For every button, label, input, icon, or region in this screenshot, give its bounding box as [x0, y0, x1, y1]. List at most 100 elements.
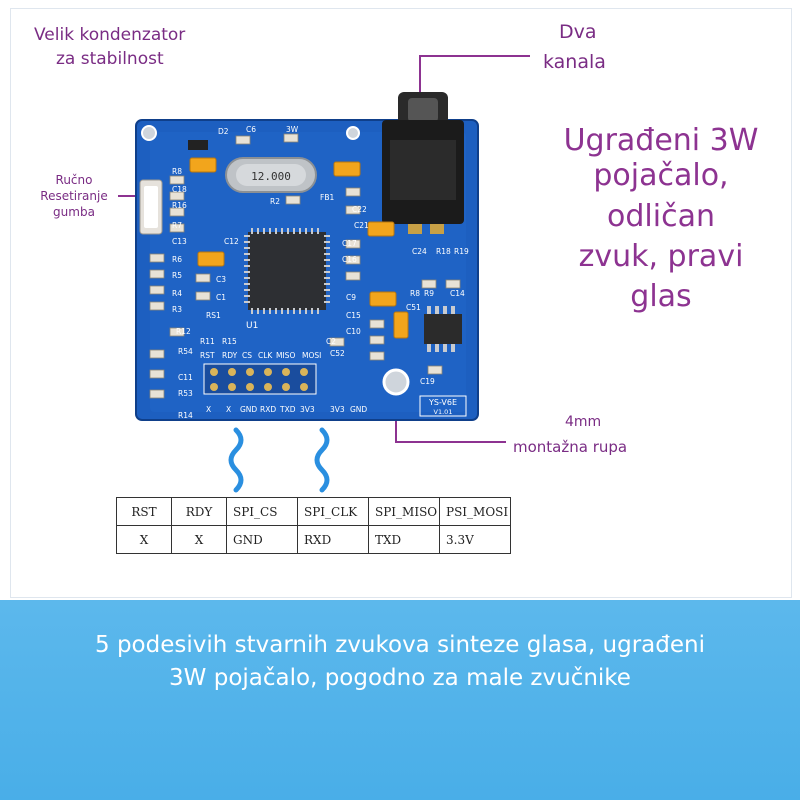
header-label-bottom: RXD: [260, 405, 276, 414]
reset-callout-line1: Ručno: [55, 173, 93, 187]
silk-label: R14: [178, 411, 193, 420]
silk-label: C17: [342, 239, 357, 248]
silk-label: R18: [436, 247, 451, 256]
mount-hole-bottom-right: [382, 368, 410, 396]
table-cell: GND: [226, 525, 298, 554]
table-row: RST RDY SPI_CS SPI_CLK SPI_MISO PSI_MOSI: [116, 497, 511, 526]
silk-label: C3: [216, 275, 226, 284]
silk-label: FB1: [320, 193, 334, 202]
silk-label: C24: [412, 247, 427, 256]
banner-text-line2: 3W pojačalo, pogodno za male zvučnike: [169, 665, 631, 691]
header-label-top: RDY: [222, 351, 238, 360]
silk-label: R2: [270, 197, 280, 206]
silk-label: R54: [178, 347, 193, 356]
silk-label: R4: [172, 289, 182, 298]
amplifier-callout-line5: glas: [630, 279, 692, 314]
header-label-bottom: GND: [240, 405, 257, 414]
silk-label: C1: [216, 293, 226, 302]
tantalum-capacitor: [393, 311, 409, 339]
tantalum-capacitor: [369, 291, 397, 307]
silk-label: R19: [454, 247, 469, 256]
pcb-illustration: 12.000 U1: [118, 55, 530, 493]
header-label-top: RST: [200, 351, 215, 360]
header-label-top: CLK: [258, 351, 273, 360]
table-header-cell: RST: [116, 497, 172, 526]
header-label-top: MISO: [276, 351, 295, 360]
silk-label: R12: [176, 327, 191, 336]
header-label-bottom: TXD: [279, 405, 296, 414]
header-label-bottom: 3V3: [330, 405, 345, 414]
wire-wave-left: [228, 427, 244, 493]
feature-banner: [0, 600, 800, 800]
tantalum-capacitor: [333, 161, 361, 177]
pin-mapping-table: RST RDY SPI_CS SPI_CLK SPI_MISO PSI_MOSI…: [116, 497, 511, 554]
silk-label: R53: [178, 389, 193, 398]
header-label-top: CS: [242, 351, 252, 360]
amplifier-callout-line4: zvuk, pravi: [578, 239, 744, 274]
silk-label: C12: [224, 237, 239, 246]
silk-label: 3W: [286, 125, 299, 134]
table-cell: X: [116, 525, 172, 554]
capacitor-callout-line1: Velik kondenzator: [34, 25, 186, 45]
silk-label: C19: [420, 377, 435, 386]
silk-label: C6: [246, 125, 256, 134]
silk-label: C18: [172, 185, 187, 194]
mount-hole-callout-line2: montažna rupa: [513, 438, 628, 456]
silk-label: D2: [218, 127, 229, 136]
model-box: [419, 395, 467, 417]
silk-label: R9: [424, 289, 434, 298]
tantalum-capacitor: [367, 221, 395, 237]
table-cell: X: [171, 525, 227, 554]
reset-callout-line2: Resetiranje: [40, 189, 108, 203]
channels-callout-line1: Dva: [559, 21, 597, 43]
main-chip-icon: U1: [244, 228, 330, 331]
silk-label: R5: [172, 271, 182, 280]
silk-label: R16: [172, 201, 187, 210]
amplifier-callout-line1: Ugrađeni 3W: [563, 123, 759, 158]
crystal-label: 12.000: [251, 170, 291, 183]
amplifier-chip-icon: [424, 306, 462, 352]
tantalum-capacitor: [189, 157, 217, 173]
table-row: X X GND RXD TXD 3.3V: [116, 525, 511, 554]
channels-callout-line2: kanala: [543, 51, 606, 73]
header-label-bottom: X: [206, 405, 211, 414]
tantalum-capacitor: [197, 251, 225, 267]
silk-label: R3: [172, 305, 182, 314]
silk-label: C15: [346, 311, 361, 320]
table-header-cell: SPI_CS: [226, 497, 298, 526]
amplifier-callout-line3: odličan: [607, 199, 715, 234]
silk-label: R8: [172, 167, 182, 176]
mount-hole-top-left: [141, 125, 157, 141]
silk-label: C52: [330, 349, 345, 358]
version-label: V1.01: [434, 408, 453, 416]
silk-label: R6: [172, 255, 182, 264]
header-label-bottom: GND: [350, 405, 367, 414]
silk-label: R7: [172, 221, 182, 230]
model-label: YS-V6E: [428, 398, 457, 407]
wire-wave-right: [314, 427, 330, 493]
header-label-bottom: X: [226, 405, 231, 414]
audio-jack-icon: [382, 92, 464, 234]
table-cell: 3.3V: [439, 525, 511, 554]
silk-label: C51: [406, 303, 421, 312]
silk-label: C13: [172, 237, 187, 246]
crystal-oscillator-icon: 12.000: [225, 157, 317, 193]
table-header-cell: SPI_MISO: [368, 497, 440, 526]
amplifier-callout-line2: pojačalo,: [593, 158, 729, 193]
header-label-bottom: 3V3: [300, 405, 315, 414]
silk-label: R15: [222, 337, 237, 346]
table-header-cell: PSI_MOSI: [439, 497, 511, 526]
reset-callout-line3: gumba: [53, 205, 95, 219]
silk-label: C11: [178, 373, 193, 382]
table-cell: TXD: [368, 525, 440, 554]
silk-label: C2: [326, 337, 336, 346]
silk-label: R11: [200, 337, 215, 346]
banner-text-line1: 5 podesivih stvarnih zvukova sinteze gla…: [95, 632, 705, 658]
header-label-top: MOSI: [302, 351, 321, 360]
table-header-cell: RDY: [171, 497, 227, 526]
silk-label: C21: [354, 221, 369, 230]
table-header-cell: SPI_CLK: [297, 497, 369, 526]
pin-header-icon: [203, 363, 317, 395]
silk-label: C9: [346, 293, 356, 302]
diode-icon: [188, 140, 208, 150]
